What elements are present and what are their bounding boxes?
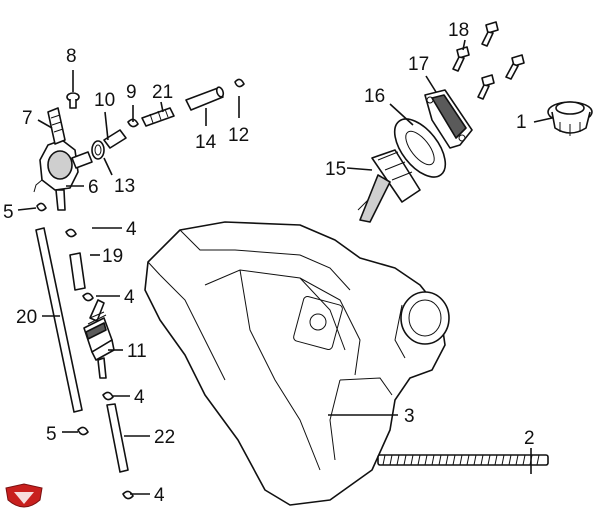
callout-labels: 1 2 3 4 4 4 4 5 5 6 7 8 9 10 11 12 13 14… (3, 20, 535, 506)
seal (91, 140, 105, 160)
callout-6: 6 (88, 177, 99, 198)
callout-5-top: 5 (3, 202, 14, 223)
petcock-lever (47, 107, 66, 145)
fuel-tank (144, 221, 450, 506)
callout-18: 18 (448, 20, 469, 41)
shield-logo-icon (5, 483, 43, 508)
screw (66, 92, 80, 109)
strainer (103, 129, 127, 149)
callout-21: 21 (152, 82, 173, 103)
callout-9: 9 (126, 82, 137, 103)
callout-7: 7 (22, 108, 33, 129)
hose-clips (36, 202, 134, 500)
tube-strip (377, 454, 549, 466)
callout-1: 1 (516, 112, 527, 133)
callout-3: 3 (404, 406, 415, 427)
adapter (141, 107, 175, 127)
callout-5-bottom: 5 (46, 424, 57, 445)
callout-11: 11 (127, 341, 147, 362)
fuel-hose-20 (35, 227, 83, 413)
fuel-filter (83, 299, 115, 379)
bolts (452, 21, 525, 100)
fuel-sender (357, 149, 421, 223)
fuel-hose-19 (69, 252, 86, 291)
callout-13: 13 (114, 176, 135, 197)
vent-pipe (185, 86, 225, 111)
clip-vent (234, 78, 245, 88)
callout-10: 10 (94, 90, 115, 111)
callout-22: 22 (154, 427, 175, 448)
callout-16: 16 (364, 86, 385, 107)
clip-small (127, 118, 139, 128)
callout-4-bottom: 4 (154, 485, 165, 506)
fuel-petcock (33, 139, 93, 211)
callout-14: 14 (195, 132, 217, 153)
callout-4-upper: 4 (124, 287, 135, 308)
fuel-hose-22 (106, 403, 129, 473)
callout-4-top: 4 (126, 219, 137, 240)
gasket (393, 118, 447, 178)
callout-15: 15 (325, 159, 346, 180)
callout-20: 20 (16, 307, 37, 328)
callout-12: 12 (228, 125, 249, 146)
callout-4-lower: 4 (134, 387, 145, 408)
leader-lines (17, 39, 553, 495)
callout-19: 19 (102, 246, 123, 267)
callout-2: 2 (524, 428, 535, 449)
cover-plate (424, 89, 473, 149)
callout-17: 17 (408, 54, 429, 75)
callout-8: 8 (66, 46, 77, 67)
fuel-cap (547, 101, 593, 136)
